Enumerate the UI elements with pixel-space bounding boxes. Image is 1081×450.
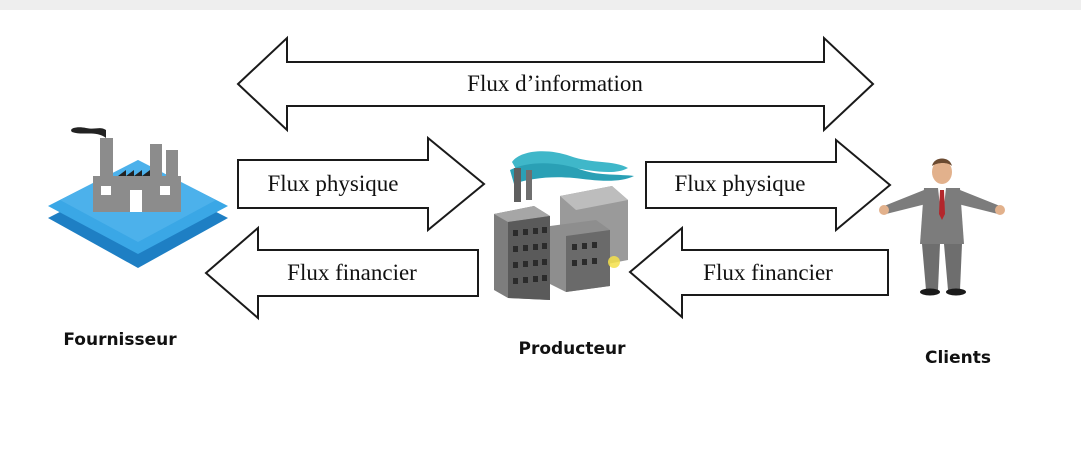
producer-label: Producteur — [518, 339, 626, 359]
information-flow-label: Flux d’information — [467, 71, 643, 96]
industrial-plant-icon — [494, 151, 634, 300]
factory-on-platform-icon — [48, 127, 228, 268]
physical-flow-label-left: Flux physique — [268, 171, 399, 196]
clients-label: Clients — [925, 348, 991, 368]
financial-flow-label-left: Flux financier — [287, 260, 417, 285]
physical-flow-label-right: Flux physique — [675, 171, 806, 196]
physical-flow-arrow-right: Flux physique — [645, 137, 892, 233]
financial-flow-label-right: Flux financier — [703, 260, 833, 285]
information-flow-arrow: Flux d’information — [236, 35, 875, 133]
physical-flow-arrow-left: Flux physique — [237, 135, 486, 233]
financial-flow-arrow-right: Flux financier — [628, 225, 889, 320]
supplier-label: Fournisseur — [63, 330, 177, 350]
businessman-icon — [879, 158, 1005, 296]
financial-flow-arrow-left: Flux financier — [204, 225, 479, 321]
supply-chain-diagram: Flux d’information Flux physique Flux fi… — [48, 35, 1005, 368]
